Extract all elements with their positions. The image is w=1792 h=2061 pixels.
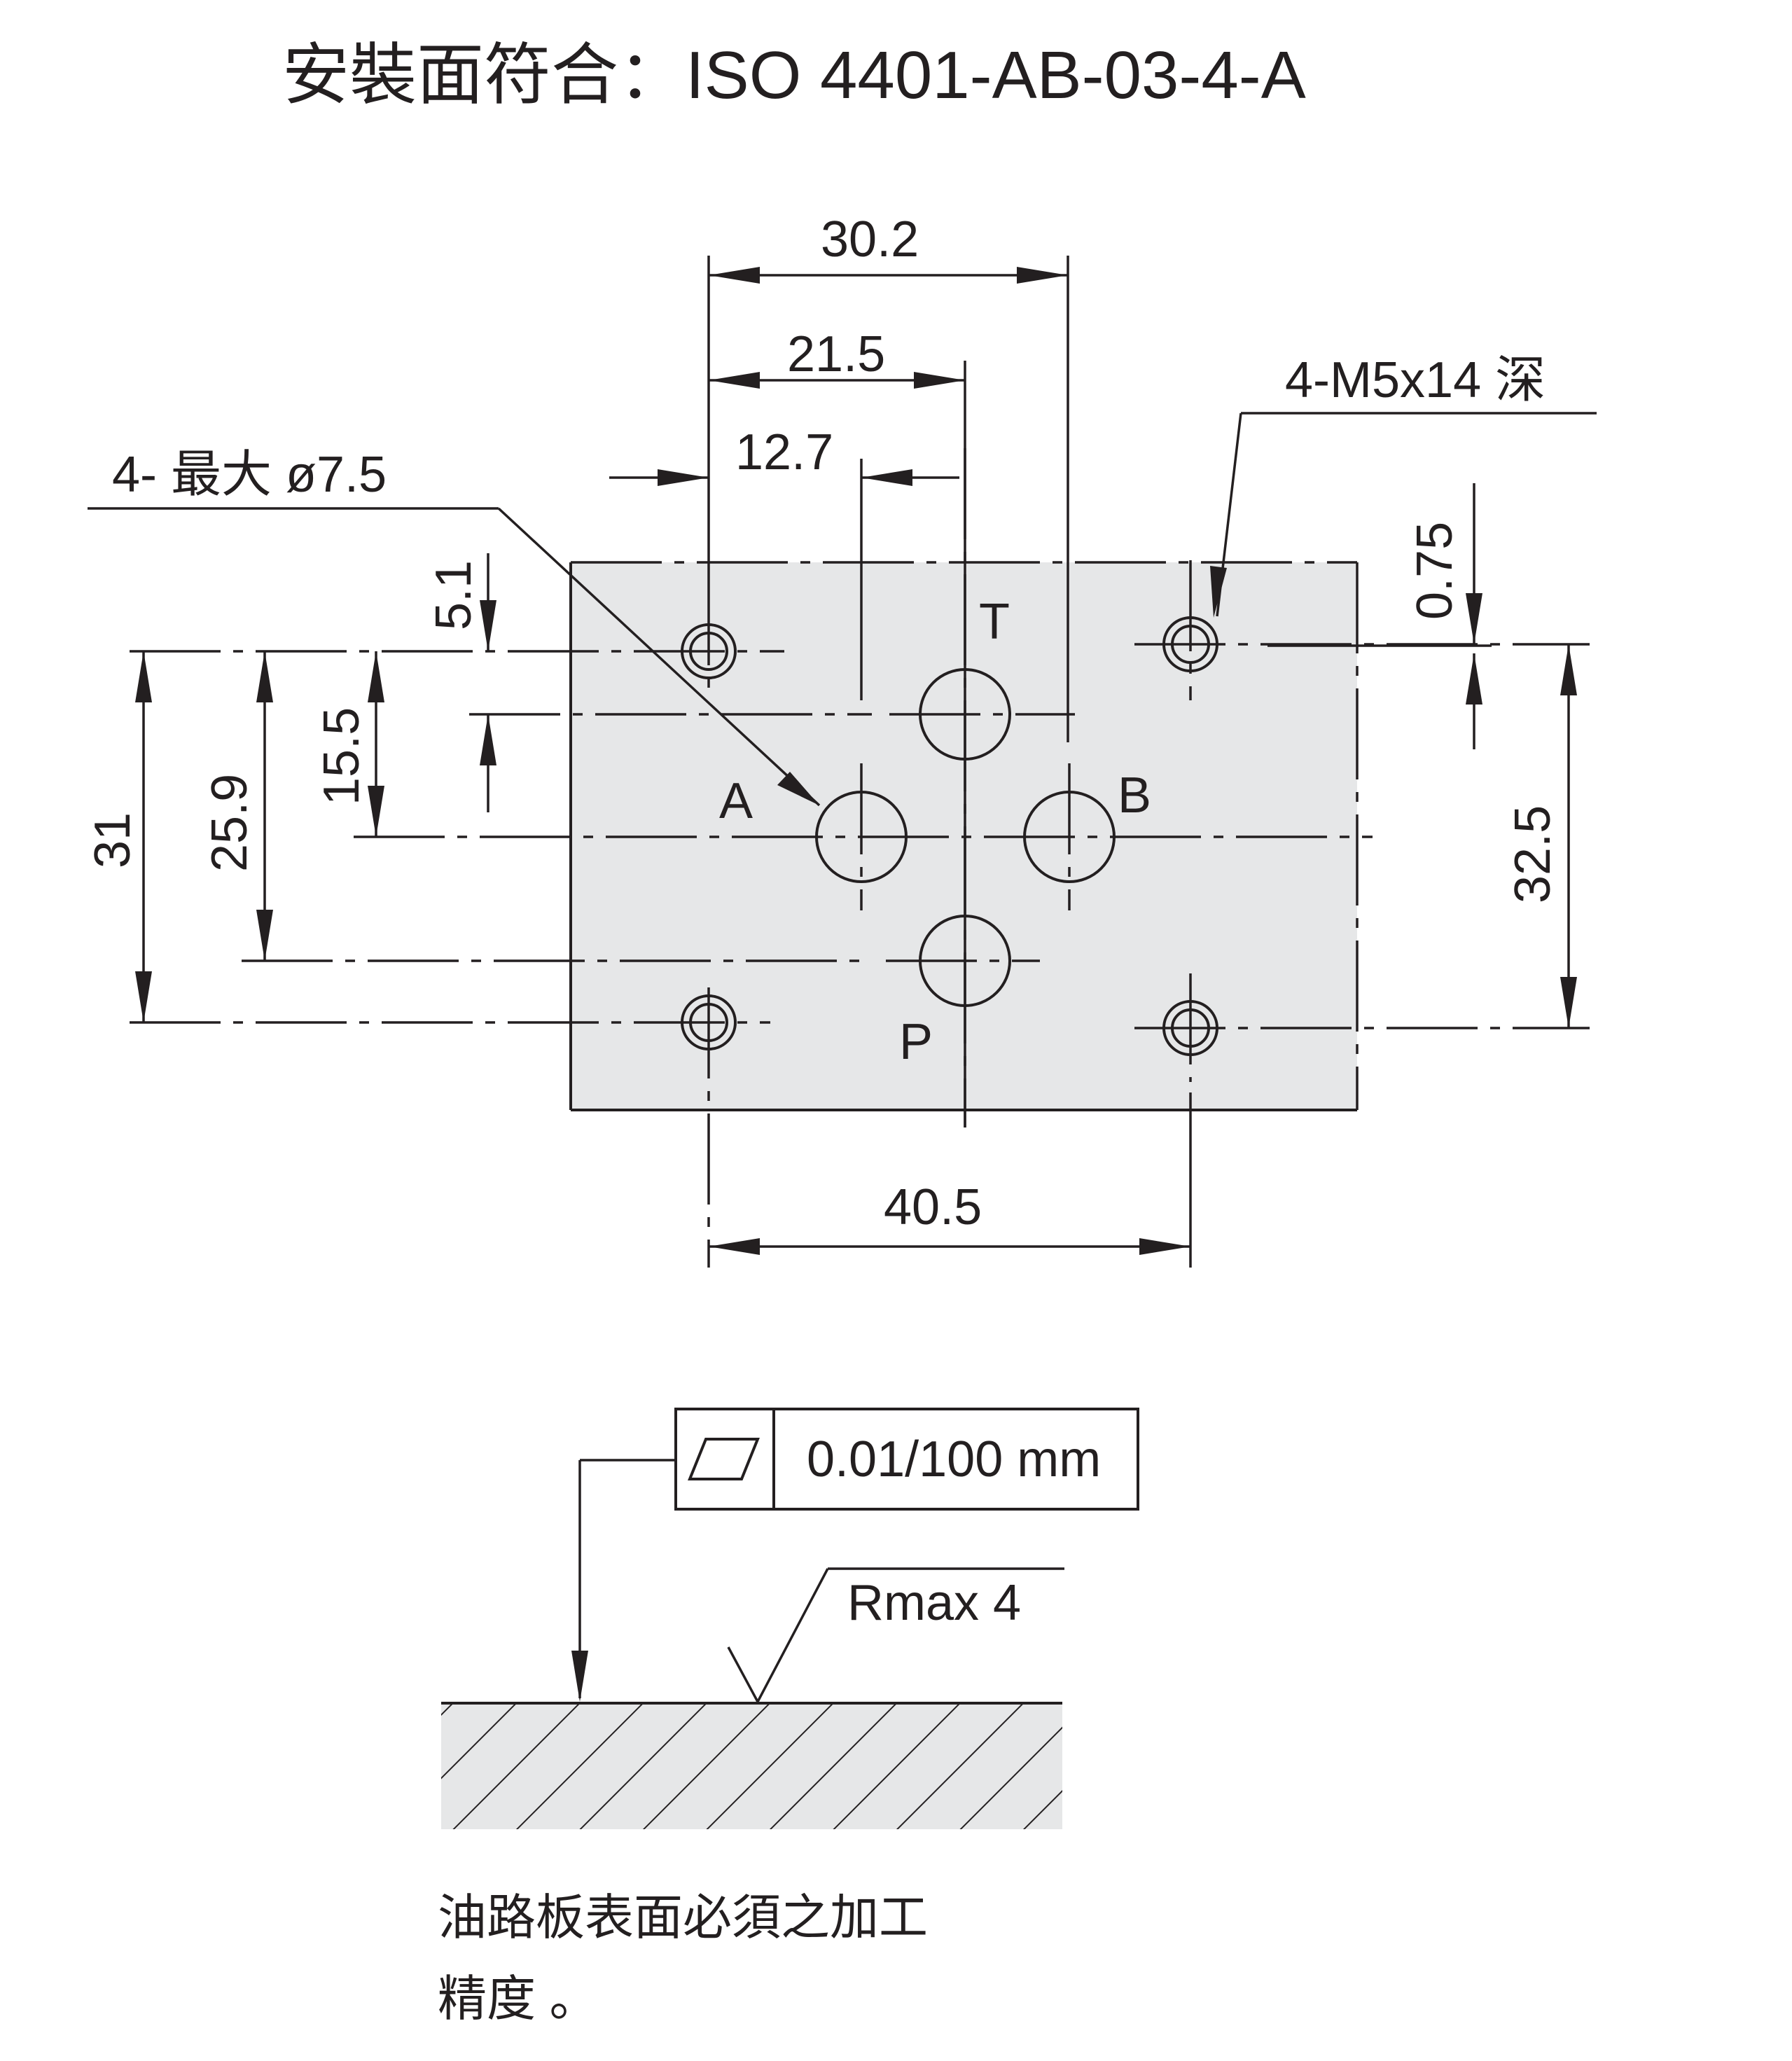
note-line-2: 精度 。 xyxy=(438,1971,598,2026)
note-line-1: 油路板表面必須之加工 xyxy=(438,1890,928,1945)
port-label-b: B xyxy=(1118,768,1151,824)
page-title: 安裝面符合：ISO 4401-AB-03-4-A xyxy=(282,38,1306,113)
dimension-15-5-value: 15.5 xyxy=(314,707,370,805)
thread-hole-bottom-left xyxy=(681,994,737,1050)
dimension-25-9-value: 25.9 xyxy=(202,774,258,872)
thread-hole-bottom-right xyxy=(1162,1000,1218,1056)
thread-hole-top-right xyxy=(1162,616,1218,672)
dimension-12-7-value: 12.7 xyxy=(735,424,833,480)
vertical-center-lines xyxy=(707,256,1192,1268)
dimension-15-5: 15.5 xyxy=(314,651,384,837)
dimension-5-1-value: 5.1 xyxy=(426,560,482,630)
thread-holes-callout: 4-M5x14 深 xyxy=(1285,352,1546,408)
port-label-a: A xyxy=(719,773,753,829)
dimension-12-7: 12.7 xyxy=(609,424,959,486)
dimension-40-5: 40.5 xyxy=(709,1179,1190,1255)
thread-holes-leader: 4-M5x14 深 xyxy=(1210,352,1597,618)
port-hole-t xyxy=(919,668,1011,761)
roughness-label: Rmax 4 xyxy=(847,1575,1021,1631)
dimension-30-2-value: 30.2 xyxy=(821,211,919,268)
port-holes-callout: 4- 最大 ø7.5 xyxy=(112,447,387,503)
port-hole-a xyxy=(815,791,908,883)
dimension-32-5: 32.5 xyxy=(1505,644,1577,1028)
dimension-31: 31 xyxy=(85,651,152,1022)
dimension-30-2: 30.2 xyxy=(709,211,1068,284)
dimension-0-75-value: 0.75 xyxy=(1407,522,1463,620)
flatness-icon xyxy=(688,1438,760,1480)
port-hole-p xyxy=(919,915,1011,1007)
port-label-p: P xyxy=(899,1014,933,1070)
flatness-tolerance-frame: 0.01/100 mm xyxy=(571,1408,1139,1702)
port-hole-b xyxy=(1023,791,1116,883)
dimension-21-5: 21.5 xyxy=(709,326,965,389)
port-label-t: T xyxy=(979,594,1010,650)
dimension-32-5-value: 32.5 xyxy=(1505,805,1561,903)
surface-roughness-symbol: Rmax 4 xyxy=(727,1567,1064,1702)
flatness-value: 0.01/100 mm xyxy=(807,1431,1101,1487)
horizontal-center-lines xyxy=(130,643,1590,1029)
dimension-21-5-value: 21.5 xyxy=(787,326,885,382)
thread-hole-top-left xyxy=(681,623,737,679)
port-holes-leader: 4- 最大 ø7.5 xyxy=(88,447,821,807)
dimension-40-5-value: 40.5 xyxy=(884,1179,982,1235)
dimension-31-value: 31 xyxy=(85,812,141,868)
dimension-0-75: 0.75 xyxy=(1407,483,1482,749)
hatched-surface xyxy=(441,1702,1062,1829)
dimension-25-9: 25.9 xyxy=(202,651,273,961)
dimension-5-1: 5.1 xyxy=(426,553,496,812)
